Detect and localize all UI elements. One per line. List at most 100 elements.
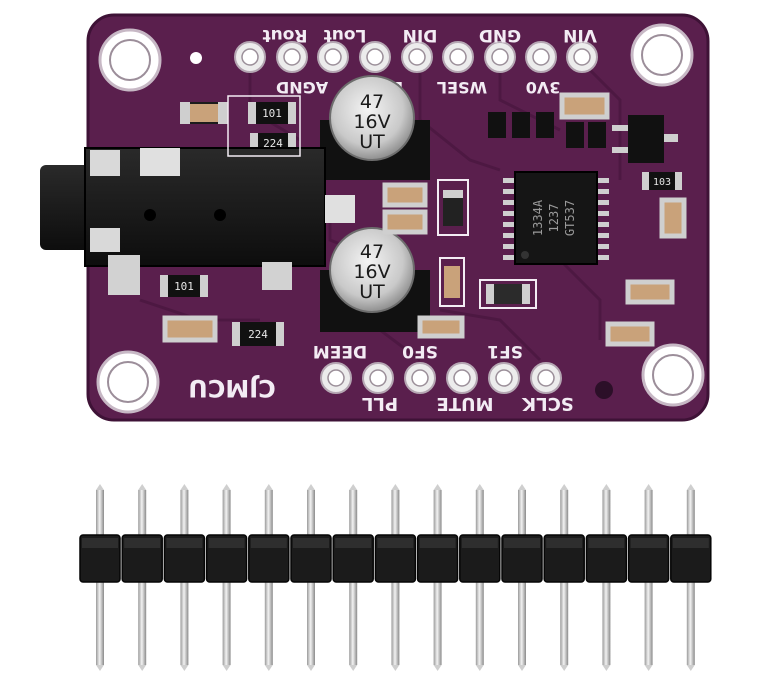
pin-pad [234, 41, 266, 73]
pin-pad [488, 362, 520, 394]
chip-marking: GT537 [563, 200, 577, 236]
pin-pad [401, 41, 433, 73]
header-block [248, 534, 290, 583]
cap-voltage: 16V [353, 261, 390, 283]
smd-capacitor-right [559, 92, 610, 120]
header-block [290, 534, 332, 583]
label-agnd: AGND [276, 78, 328, 97]
label-sf1: SF1 [487, 341, 523, 361]
header-block [205, 534, 248, 583]
header-block [79, 534, 121, 583]
cap-series: UT [359, 281, 385, 303]
header-block [121, 534, 163, 583]
header-block [543, 534, 585, 583]
pin-pad [404, 362, 436, 394]
label-pll: PLL [362, 393, 398, 414]
label-vin: VIN [563, 25, 597, 45]
header-pin [96, 484, 104, 671]
mounting-hole-top-left [98, 28, 162, 92]
label-deem: DEEM [313, 341, 367, 361]
chip-marking: 1237 [547, 204, 561, 233]
header-block [332, 534, 374, 583]
smd-resistor-101: 101 [248, 102, 296, 124]
smd-resistor-101-lower: 101 [160, 275, 208, 297]
label-gnd: GND [479, 25, 521, 45]
cap-series: UT [359, 131, 385, 153]
electrolytic-capacitor-bottom: 47 16V UT [320, 227, 430, 332]
smd-code: 224 [263, 137, 283, 150]
header-block [163, 534, 206, 583]
top-pin-pads [234, 41, 598, 73]
smd-resistor-103: 103 [642, 172, 682, 190]
label-rout: Rout [263, 25, 308, 45]
cap-voltage: 16V [353, 111, 390, 133]
bottom-labels-upper: DEEM SF0 SF1 [313, 341, 523, 361]
header-block [501, 534, 543, 583]
pin-pad [442, 41, 474, 73]
pin-header-strip [79, 484, 712, 671]
via [595, 381, 613, 399]
pin-pad [566, 41, 598, 73]
top-labels-upper: Rout Lout DIN GND VIN [263, 25, 597, 45]
smd-diode-lower [439, 257, 465, 307]
pin-pad [317, 41, 349, 73]
smd-transistor-row [488, 112, 606, 148]
smd-diode [437, 179, 469, 236]
label-3v0: 3V0 [526, 78, 561, 97]
smd-code: 224 [248, 328, 268, 341]
pin-pad [530, 362, 562, 394]
smd-code: 101 [262, 107, 282, 120]
header-pin [180, 484, 189, 671]
smd-code: 103 [653, 177, 671, 188]
smd-capacitor-right-lower [417, 279, 675, 347]
pin-pad [362, 362, 394, 394]
header-pin [391, 484, 400, 671]
pin-pad [276, 41, 308, 73]
header-pin [644, 484, 653, 671]
header-pin [433, 484, 442, 671]
pin-pad [484, 41, 516, 73]
voltage-regulator [612, 115, 678, 163]
pin-pad [525, 41, 557, 73]
header-pin [138, 484, 147, 671]
electrolytic-capacitor-top: 47 16V UT [320, 75, 430, 180]
label-sf0: SF0 [402, 341, 438, 361]
bottom-pin-pads [320, 362, 562, 394]
chip-marking: 1334A [531, 199, 545, 236]
label-din: DIN [403, 25, 438, 45]
smd-fuse [479, 279, 537, 309]
smd-code: 101 [174, 280, 194, 293]
label-lout: Lout [324, 25, 367, 45]
smd-capacitor-lower [162, 315, 218, 343]
smd-resistor [180, 102, 228, 124]
pin-pad [359, 41, 391, 73]
header-pin [602, 484, 611, 671]
header-pin [518, 484, 526, 671]
pin-pad [446, 362, 478, 394]
header-block [416, 534, 459, 583]
cap-value: 47 [360, 241, 384, 263]
header-block [585, 534, 628, 583]
via [190, 52, 202, 64]
audio-jack [40, 147, 355, 295]
silk-outline [227, 95, 301, 157]
header-pin [264, 484, 273, 671]
cap-value: 47 [360, 91, 384, 113]
smd-resistor-224-lower: 224 [232, 322, 284, 346]
label-wsel: WSEL [437, 78, 487, 97]
header-block [459, 534, 501, 583]
header-pin [307, 484, 315, 671]
header-pin [349, 484, 358, 671]
brand-label: CJMCU [188, 374, 276, 402]
label-mute: MUTE [436, 393, 493, 414]
header-block [670, 534, 712, 583]
smd-capacitor [382, 182, 428, 235]
smd-capacitor-vertical [659, 197, 687, 239]
label-sclk: SCLK [521, 393, 574, 414]
header-pin [560, 484, 569, 671]
mounting-hole-top-right [630, 23, 694, 87]
mounting-hole-bottom-left [96, 350, 160, 414]
header-pin [222, 484, 231, 671]
pin-pad [320, 362, 352, 394]
bottom-labels-lower: PLL MUTE SCLK [362, 393, 574, 414]
